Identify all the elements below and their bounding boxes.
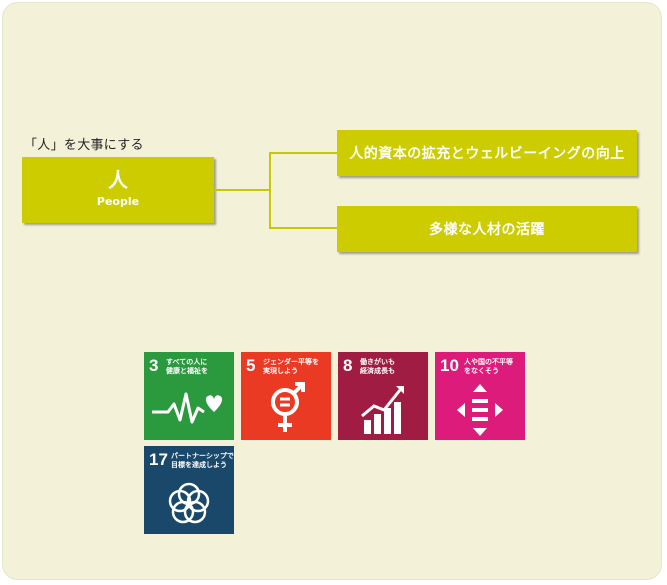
sdg-17-tile: 17 パートナーシップで 目標を達成しよう [144, 446, 234, 534]
item-human-capital-label: 人的資本の拡充とウェルビーイングの向上 [349, 146, 625, 162]
sdg-10-tile: 10 人や国の不平等 をなくそう [435, 352, 525, 440]
background-panel [2, 2, 662, 580]
sdg-3-number: 3 [149, 356, 159, 375]
item-diversity-label: 多様な人材の活躍 [429, 222, 545, 238]
sdg-5-number: 5 [246, 356, 256, 375]
reduced-inequality-icon [457, 384, 503, 436]
item-diversity: 多様な人材の活躍 [337, 206, 637, 252]
growth-chart-icon [361, 386, 404, 434]
sdg-5-text: ジェンダー平等を 実現しよう [263, 358, 319, 375]
gender-equality-icon [271, 382, 305, 432]
sdg-8-number: 8 [343, 356, 353, 375]
people-subtitle: People [96, 195, 140, 208]
connector-item-1 [269, 152, 337, 154]
item-human-capital: 人的資本の拡充とウェルビーイングの向上 [337, 130, 637, 176]
sdg-10-number: 10 [440, 356, 459, 375]
sdg-8-tile: 8 働きがいも 経済成長も [338, 352, 428, 440]
sdg-17-text: パートナーシップで 目標を達成しよう [171, 452, 234, 469]
sdg-3-text: すべての人に 健康と福祉を [166, 358, 208, 375]
connector-item-2 [269, 227, 337, 229]
section-caption: 「人」を大事にする [24, 138, 144, 153]
sdg-5-tile: 5 ジェンダー平等を 実現しよう [241, 352, 331, 440]
people-box: 人 People [22, 157, 214, 223]
partnership-rings-icon [168, 482, 210, 524]
people-title: 人 [108, 168, 128, 192]
heartbeat-icon [152, 392, 223, 424]
sdg-8-text: 働きがいも 経済成長も [360, 358, 395, 375]
sdg-3-tile: 3 すべての人に 健康と福祉を [144, 352, 234, 440]
connector-main [214, 189, 270, 191]
sdg-17-number: 17 [149, 450, 168, 469]
connector-vertical [269, 152, 271, 228]
sdg-10-text: 人や国の不平等 をなくそう [464, 358, 513, 375]
